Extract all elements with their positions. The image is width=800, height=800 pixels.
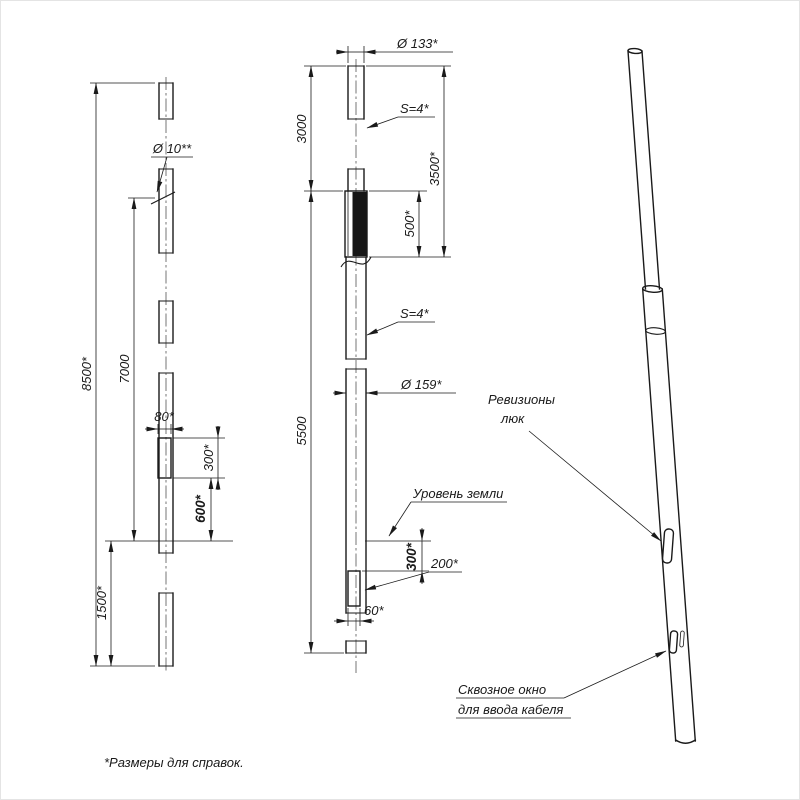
dim-8500-label: 8500* [79, 356, 94, 391]
dim-3500-label: 3500* [427, 151, 442, 186]
pole-bottom-cap [674, 739, 697, 744]
pole-outline-3d [627, 50, 697, 742]
cable-window-rect-middle [347, 570, 361, 607]
cable-window-3d [668, 630, 679, 654]
pole-outline-left [158, 82, 174, 667]
dim-5500-label: 5500 [294, 416, 309, 446]
cable-window-label-line2: для ввода кабеля [458, 702, 563, 717]
revision-hatch-3d [661, 528, 675, 564]
s4-top-label: S=4* [400, 101, 429, 116]
dim-1500-label: 1500* [94, 585, 109, 620]
pole-top-cap [627, 47, 643, 55]
dim-d159-label: Ø 159* [400, 377, 442, 392]
hole-mark [150, 191, 176, 205]
dim-3000-label: 3000 [294, 114, 309, 144]
hatch-leader [528, 430, 662, 542]
dim-300-left-label: 300* [201, 444, 216, 472]
dim-80-label: 80* [154, 409, 174, 424]
dim-200-label: 200* [430, 556, 459, 571]
view-pictorial: Ревизионы люк Сквозное окно для ввода ка… [456, 47, 697, 744]
view-middle: Ø 133* S=4* 3000 3500* 500* S=4* 5500 Ø … [294, 36, 507, 673]
hole-leader [156, 156, 168, 193]
dim-600-label: 600* [193, 494, 208, 523]
reference-note: *Размеры для справок. [104, 755, 244, 770]
joint-sleeve-fill [352, 192, 367, 256]
dim-500-label: 500* [402, 210, 417, 238]
ground-level-label: Уровень земли [412, 486, 503, 501]
handhole-rect-left [157, 437, 172, 479]
joint-rim-ellipse [642, 285, 663, 293]
joint-collar-ellipse [645, 327, 666, 335]
dim-7000-label: 7000 [117, 354, 132, 384]
s4-mid-label: S=4* [400, 306, 429, 321]
joint-sleeve-rect [344, 190, 368, 258]
cable-window-label-line1: Сквозное окно [458, 682, 546, 697]
dim-300-middle-label: 300* [404, 542, 419, 571]
view-left: Ø 10** 8500* 7000 1500* 80* 300* 600* [79, 77, 233, 673]
revision-hatch-label-line2: люк [500, 411, 525, 426]
s4-mid-leader [366, 321, 399, 336]
cable-window-far-side [679, 630, 685, 648]
dimension-lines-left [90, 82, 225, 667]
dim-60-label: 60* [364, 603, 384, 618]
window-leader [563, 650, 667, 699]
pole-outline-middle [345, 65, 367, 654]
revision-hatch-label-line1: Ревизионы [488, 392, 555, 407]
s4-top-leader [366, 116, 399, 129]
hole-diameter-label: Ø 10** [152, 141, 192, 156]
ground-leader [388, 501, 412, 537]
break-curve [340, 256, 372, 268]
dim-200-leader [364, 571, 430, 591]
dimension-lines-middle [304, 46, 456, 654]
dim-d133-label: Ø 133* [396, 36, 438, 51]
